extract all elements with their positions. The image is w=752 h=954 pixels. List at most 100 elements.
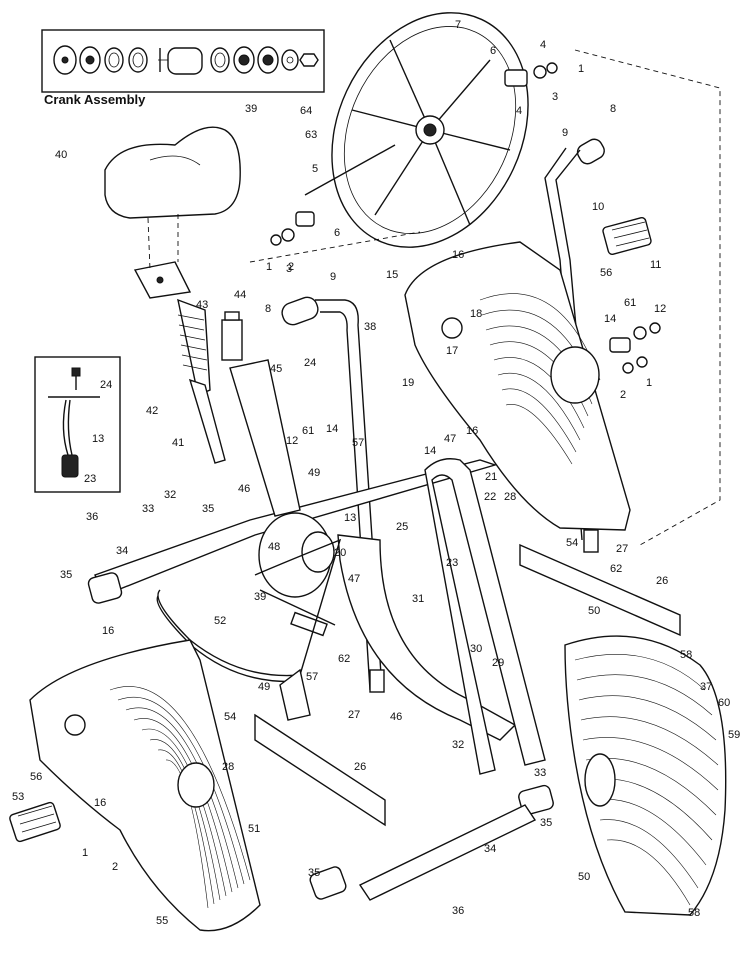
callout-24: 24 bbox=[100, 379, 112, 391]
callout-49: 49 bbox=[308, 467, 320, 479]
callout-49b: 49 bbox=[258, 681, 270, 693]
seat-post bbox=[177, 298, 226, 464]
callout-64: 64 bbox=[300, 105, 312, 117]
callout-14c: 14 bbox=[424, 445, 436, 457]
callout-11: 11 bbox=[650, 259, 661, 271]
callout-4: 4 bbox=[516, 105, 522, 117]
axle-shaft bbox=[304, 144, 396, 196]
callout-2: 2 bbox=[620, 389, 626, 401]
handlebar-left bbox=[281, 296, 385, 693]
callout-21: 21 bbox=[485, 471, 497, 483]
callout-60: 60 bbox=[718, 697, 730, 709]
callout-6: 6 bbox=[490, 45, 496, 57]
alignment-line-right bbox=[574, 49, 721, 546]
callout-9: 9 bbox=[562, 127, 568, 139]
callout-41: 41 bbox=[172, 437, 184, 449]
callout-48: 48 bbox=[268, 541, 280, 553]
callout-54: 54 bbox=[566, 537, 578, 549]
callout-10: 10 bbox=[592, 201, 604, 213]
callout-3: 3 bbox=[552, 91, 558, 103]
callout-16: 16 bbox=[452, 249, 464, 261]
callout-24b: 24 bbox=[304, 357, 316, 369]
callout-16c: 16 bbox=[102, 625, 114, 637]
callout-28: 28 bbox=[504, 491, 516, 503]
callout-26b: 26 bbox=[354, 761, 366, 773]
callout-14: 14 bbox=[604, 313, 616, 325]
callout-57: 57 bbox=[352, 437, 364, 449]
pedal-left bbox=[9, 801, 61, 843]
callout-51: 51 bbox=[248, 823, 260, 835]
bracket bbox=[279, 668, 311, 721]
callout-13: 13 bbox=[92, 433, 104, 445]
callout-35b: 35 bbox=[202, 503, 214, 515]
callout-23b: 23 bbox=[446, 557, 458, 569]
fan-guard-cover bbox=[564, 635, 727, 916]
callout-33b: 33 bbox=[534, 767, 546, 779]
drive-belt bbox=[157, 538, 342, 677]
callout-39: 39 bbox=[254, 591, 266, 603]
callout-46: 46 bbox=[238, 483, 250, 495]
callout-55: 55 bbox=[156, 915, 168, 927]
callout-47b: 47 bbox=[348, 573, 360, 585]
callout-8b: 8 bbox=[265, 303, 271, 315]
callout-37: 37 bbox=[700, 681, 712, 693]
callout-22: 22 bbox=[484, 491, 496, 503]
callout-12: 12 bbox=[654, 303, 666, 315]
callout-8: 8 bbox=[610, 103, 616, 115]
callout-2c: 2 bbox=[288, 261, 294, 273]
callout-34b: 34 bbox=[484, 843, 496, 855]
callout-44: 44 bbox=[234, 289, 246, 301]
crank-assembly-number: 39 bbox=[245, 103, 257, 115]
rear-stabilizer bbox=[358, 804, 537, 901]
callout-47: 47 bbox=[444, 433, 456, 445]
fan-shroud-right bbox=[404, 241, 631, 531]
callout-23: 23 bbox=[84, 473, 96, 485]
callout-1b: 1 bbox=[266, 261, 272, 273]
callout-56b: 56 bbox=[30, 771, 42, 783]
pedal-right bbox=[602, 216, 652, 256]
callout-35: 35 bbox=[60, 569, 72, 581]
callout-13b: 13 bbox=[344, 512, 356, 524]
callout-40: 40 bbox=[55, 149, 67, 161]
callout-36: 36 bbox=[86, 511, 98, 523]
axle-hardware bbox=[270, 62, 558, 246]
callout-26: 26 bbox=[656, 575, 668, 587]
callout-1d: 1 bbox=[82, 847, 88, 859]
callout-52: 52 bbox=[214, 615, 226, 627]
callout-5: 5 bbox=[312, 163, 318, 175]
callout-19: 19 bbox=[402, 377, 414, 389]
front-stabilizer-lower bbox=[254, 713, 386, 827]
callout-2b: 2 bbox=[112, 861, 118, 873]
grip-right-rear bbox=[518, 784, 554, 816]
callout-32: 32 bbox=[164, 489, 176, 501]
callout-59: 59 bbox=[728, 729, 740, 741]
grip-left-front bbox=[87, 572, 123, 604]
callout-29: 29 bbox=[492, 657, 504, 669]
callout-32b: 32 bbox=[452, 739, 464, 751]
callout-62b: 62 bbox=[338, 653, 350, 665]
callout-4b: 4 bbox=[540, 39, 546, 51]
callout-27b: 27 bbox=[348, 709, 360, 721]
callout-46b: 46 bbox=[390, 711, 402, 723]
fan-shroud-left bbox=[29, 639, 261, 932]
callout-61b: 61 bbox=[302, 425, 314, 437]
pedal-hardware-right bbox=[609, 322, 661, 374]
callout-58b: 58 bbox=[688, 907, 700, 919]
callout-61: 61 bbox=[624, 297, 636, 309]
callout-57b: 57 bbox=[306, 671, 318, 683]
callout-6b: 6 bbox=[334, 227, 340, 239]
seat bbox=[104, 126, 241, 299]
callout-38: 38 bbox=[364, 321, 376, 333]
flywheel bbox=[331, 12, 529, 248]
callout-12b: 12 bbox=[286, 435, 298, 447]
callout-62: 62 bbox=[610, 563, 622, 575]
callout-43: 43 bbox=[196, 299, 208, 311]
callout-58: 58 bbox=[680, 649, 692, 661]
callout-50: 50 bbox=[588, 605, 600, 617]
callout-14b: 14 bbox=[326, 423, 338, 435]
callout-25: 25 bbox=[396, 521, 408, 533]
callout-34: 34 bbox=[116, 545, 128, 557]
callout-18: 18 bbox=[470, 308, 482, 320]
callout-54b: 54 bbox=[224, 711, 236, 723]
